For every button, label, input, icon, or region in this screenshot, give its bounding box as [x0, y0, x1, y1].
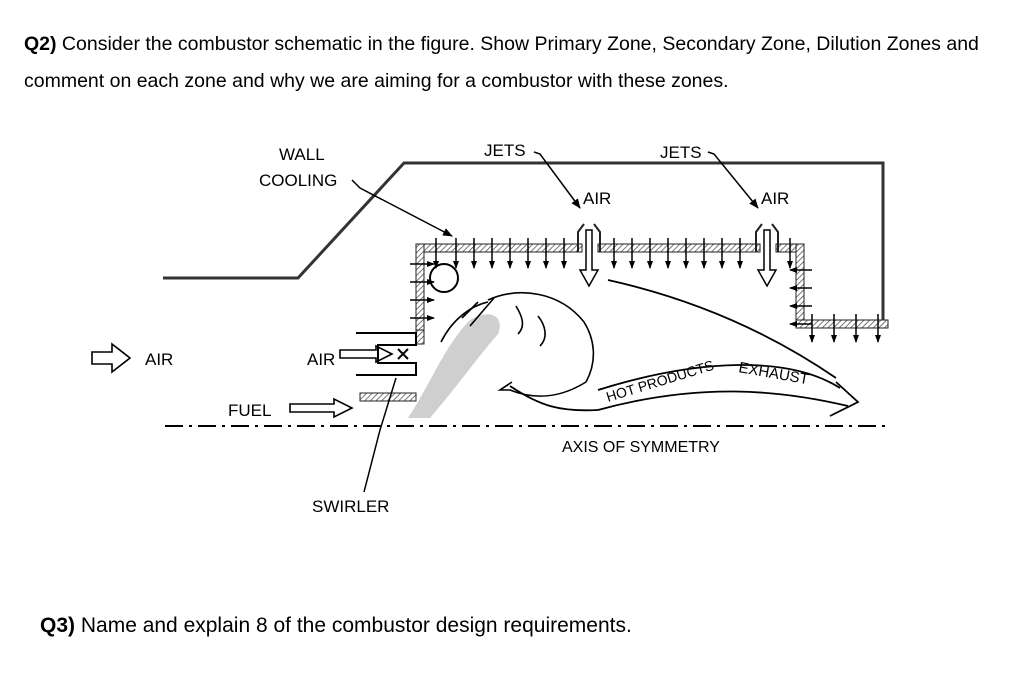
inlet-arrows — [289, 344, 394, 419]
jets-label-1: JETS — [484, 141, 526, 160]
air-swirl-label: AIR — [307, 350, 335, 369]
swirler-block — [356, 332, 417, 376]
swirler-label: SWIRLER — [312, 497, 389, 516]
exhaust-arrows — [509, 279, 860, 417]
wall-label: WALL — [279, 145, 325, 164]
recirculation-arrows — [440, 292, 595, 397]
outer-casing — [163, 161, 885, 325]
exhaust-label: EXHAUST — [737, 359, 810, 388]
question-2: Q2) Consider the combustor schematic in … — [24, 26, 1004, 100]
cooling-label: COOLING — [259, 171, 337, 190]
air-inlet-label: AIR — [145, 350, 173, 369]
recirculation-vortex — [429, 263, 459, 293]
air-jet-label-1: AIR — [583, 189, 611, 208]
question-3: Q3) Name and explain 8 of the combustor … — [40, 614, 632, 638]
air-inlet-arrow — [91, 342, 132, 374]
cooling-arrows — [410, 238, 881, 343]
air-jet-label-2: AIR — [761, 189, 789, 208]
question-3-number: Q3) — [40, 614, 76, 637]
combustor-schematic: WALL COOLING JETS JETS AIR AIR AIR AIR F… — [91, 141, 890, 516]
axis-label: AXIS OF SYMMETRY — [562, 439, 720, 456]
question-3-text: Name and explain 8 of the combustor desi… — [75, 614, 632, 637]
question-2-text: Consider the combustor schematic in the … — [24, 33, 979, 92]
jet-air-arrows — [578, 229, 778, 288]
question-2-number: Q2) — [24, 33, 57, 55]
jets-label-2: JETS — [660, 143, 702, 162]
leader-lines — [351, 151, 759, 493]
flame-spray — [408, 314, 500, 418]
fuel-label: FUEL — [228, 401, 271, 420]
jet-tubes — [577, 223, 779, 252]
